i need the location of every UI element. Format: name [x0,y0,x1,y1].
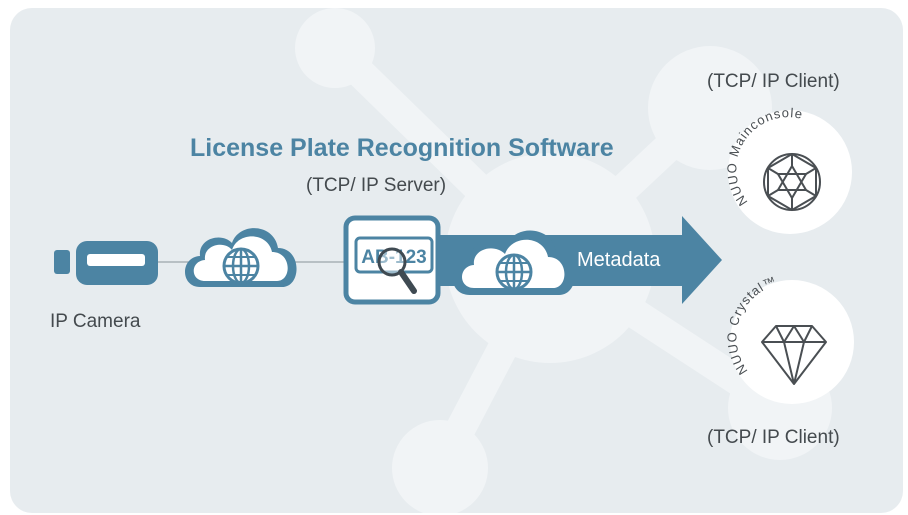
diagram-title: License Plate Recognition Software [190,134,614,162]
client-label-top: (TCP/ IP Client) [707,71,840,92]
server-label: (TCP/ IP Server) [306,175,447,196]
polyhedron-icon [763,152,821,212]
client-label-bottom: (TCP/ IP Client) [707,427,840,448]
mainconsole-logo: NUUO Mainconsole [724,105,852,234]
cloud-globe-icon [452,230,576,295]
diamond-icon [761,325,827,385]
metadata-label: Metadata [577,249,661,271]
crystal-logo: NUUO Crystal™ [724,273,854,404]
cloud-globe-icon [185,228,297,287]
plate-magnifier-icon: AB-123 [343,215,441,305]
camera-icon [54,241,158,285]
camera-label: IP Camera [50,311,141,332]
